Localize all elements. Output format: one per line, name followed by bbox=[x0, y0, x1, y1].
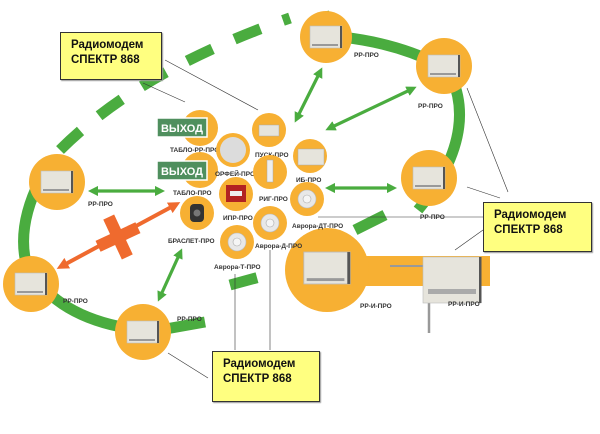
device-label: Аврора-Д-ПРО bbox=[255, 243, 302, 250]
repeater-left[interactable]: РР-ПРО bbox=[29, 154, 113, 210]
repeater-bottom-left[interactable]: РР-ПРО bbox=[3, 256, 88, 312]
device-pusk[interactable]: ПУСК-ПРО bbox=[252, 113, 289, 159]
callout-radiomodem-right: Радиомодем СПЕКТР 868 bbox=[483, 202, 592, 252]
device-label: Аврора-ДТ-ПРО bbox=[292, 223, 343, 230]
device-orfei[interactable]: ОРФЕЙ-ПРО bbox=[215, 133, 255, 178]
device-rig[interactable]: РИГ-ПРО bbox=[253, 155, 288, 203]
link-arrows bbox=[87, 67, 417, 302]
exit-sign-text: ВЫХОД bbox=[161, 166, 203, 178]
device-label: ТАБЛО-ПРО bbox=[173, 190, 212, 197]
callout-radiomodem-top-left: Радиомодем СПЕКТР 868 bbox=[60, 32, 162, 80]
repeater-label: РР-ПРО bbox=[420, 214, 445, 221]
repeater-bottom[interactable]: РР-ПРО bbox=[115, 304, 202, 360]
blocked-link bbox=[56, 202, 181, 269]
device-ipr[interactable]: ИПР-ПРО bbox=[219, 177, 253, 222]
repeater-right[interactable]: РР-ПРО bbox=[401, 150, 457, 221]
interface-repeater-2[interactable]: РР-И-ПРО bbox=[390, 256, 482, 333]
blocked-cross-icon bbox=[95, 214, 141, 260]
device-label: ИБ-ПРО bbox=[296, 177, 322, 184]
device-label: БРАСЛЕТ-ПРО bbox=[168, 238, 215, 245]
repeater-top-right[interactable]: РР-ПРО bbox=[416, 38, 472, 110]
callout-line2: СПЕКТР 868 bbox=[223, 373, 292, 385]
callout-line2: СПЕКТР 868 bbox=[494, 224, 563, 236]
repeater-top[interactable]: РР-ПРО bbox=[300, 11, 379, 63]
device-label: РИГ-ПРО bbox=[259, 196, 288, 203]
callout-radiomodem-bottom: Радиомодем СПЕКТР 868 bbox=[212, 351, 320, 402]
callout-line1: Радиомодем bbox=[223, 358, 296, 370]
repeater-label: РР-И-ПРО bbox=[448, 301, 480, 308]
device-braslet[interactable]: БРАСЛЕТ-ПРО bbox=[168, 196, 215, 245]
callout-line2: СПЕКТР 868 bbox=[71, 54, 140, 66]
arrow-bottom-rr-braslet bbox=[157, 248, 183, 302]
repeater-label: РР-ПРО bbox=[418, 103, 443, 110]
device-tablo-rr[interactable]: ВЫХОД ТАБЛО-РР-ПРО bbox=[156, 110, 219, 154]
repeater-label: РР-ПРО bbox=[63, 298, 88, 305]
callout-line1: Радиомодем bbox=[494, 209, 567, 221]
repeater-label: РР-ПРО bbox=[88, 201, 113, 208]
arrow-top-rr-pusk bbox=[294, 67, 323, 123]
callout-pointers bbox=[142, 59, 509, 379]
repeater-label: РР-И-ПРО bbox=[360, 303, 392, 310]
arrow-topright-rr-ib bbox=[325, 86, 417, 131]
device-label: ИПР-ПРО bbox=[223, 215, 253, 222]
device-ib[interactable]: ИБ-ПРО bbox=[293, 139, 327, 184]
device-aurora-t[interactable]: Аврора-Т-ПРО bbox=[214, 225, 261, 271]
device-aurora-dt[interactable]: Аврора-ДТ-ПРО bbox=[290, 182, 343, 230]
interface-repeater-1[interactable]: РР-И-ПРО bbox=[285, 228, 392, 312]
repeater-label: РР-ПРО bbox=[177, 316, 202, 323]
device-label: Аврора-Т-ПРО bbox=[214, 264, 261, 271]
device-label: ТАБЛО-РР-ПРО bbox=[170, 147, 219, 154]
repeater-label: РР-ПРО bbox=[354, 52, 379, 59]
exit-sign-text: ВЫХОД bbox=[161, 123, 203, 135]
device-tablo[interactable]: ВЫХОД ТАБЛО-ПРО bbox=[156, 152, 218, 197]
device-label: ОРФЕЙ-ПРО bbox=[215, 169, 255, 178]
callout-line1: Радиомодем bbox=[71, 39, 144, 51]
device-aurora-d[interactable]: Аврора-Д-ПРО bbox=[253, 206, 302, 250]
